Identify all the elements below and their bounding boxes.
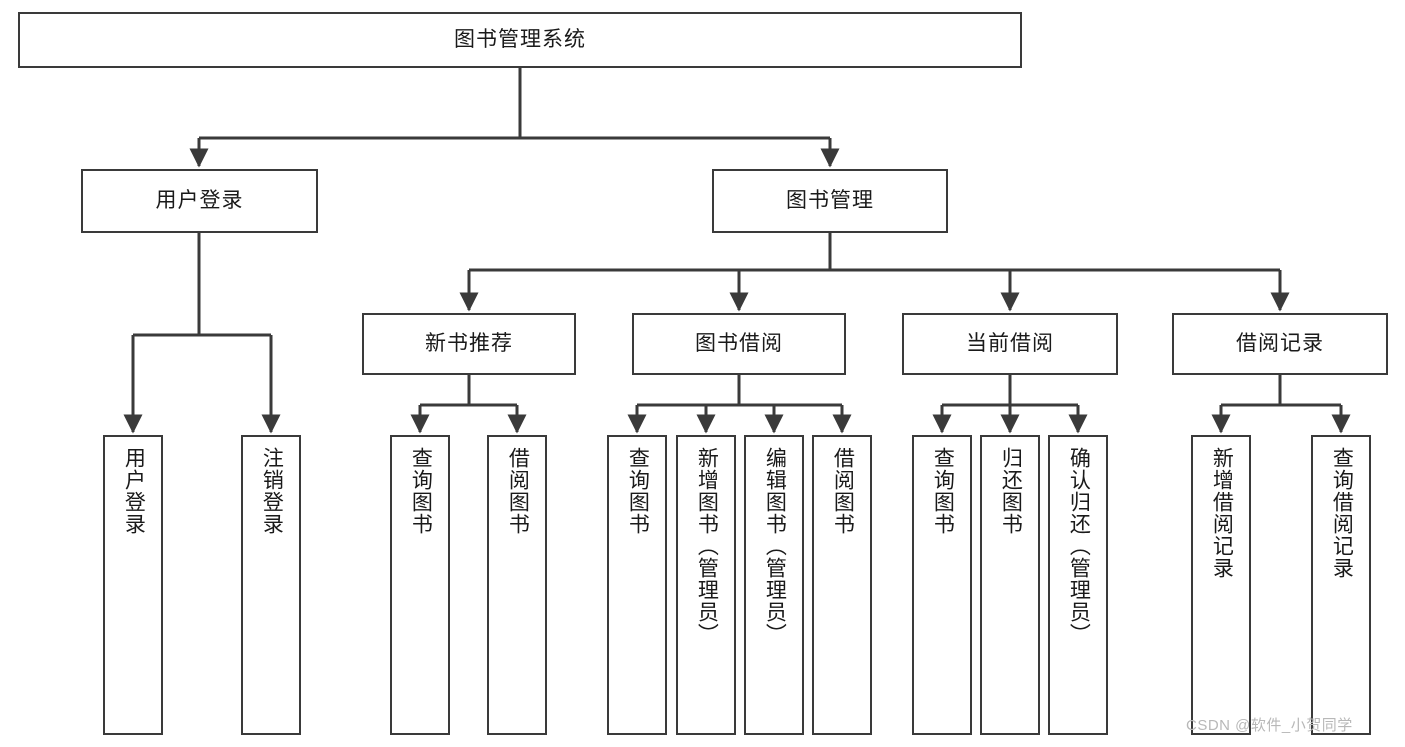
node-new-book-recommend[interactable]: 新书推荐 xyxy=(362,313,576,375)
node-book-borrow[interactable]: 图书借阅 xyxy=(632,313,846,375)
leaf-query-book-3[interactable]: 查询图书 xyxy=(912,435,972,735)
leaf-confirm-return-label: 确认归还（管理员） xyxy=(1067,447,1091,645)
leaf-edit-book-label: 编辑图书（管理员） xyxy=(763,447,787,645)
leaf-query-book-2-label: 查询图书 xyxy=(626,447,650,535)
leaf-query-record-label: 查询借阅记录 xyxy=(1330,447,1354,579)
node-user-login-label: 用户登录 xyxy=(155,188,244,212)
node-root[interactable]: 图书管理系统 xyxy=(18,12,1022,68)
leaf-borrow-book-1[interactable]: 借阅图书 xyxy=(487,435,547,735)
leaf-return-book-label: 归还图书 xyxy=(999,447,1023,535)
leaf-add-record-label: 新增借阅记录 xyxy=(1210,447,1234,579)
leaf-edit-book[interactable]: 编辑图书（管理员） xyxy=(744,435,804,735)
leaf-user-logout[interactable]: 注销登录 xyxy=(241,435,301,735)
leaf-query-book-1-label: 查询图书 xyxy=(409,447,433,535)
leaf-confirm-return[interactable]: 确认归还（管理员） xyxy=(1048,435,1108,735)
leaf-borrow-book-2[interactable]: 借阅图书 xyxy=(812,435,872,735)
leaf-query-book-2[interactable]: 查询图书 xyxy=(607,435,667,735)
node-current-borrow-label: 当前借阅 xyxy=(966,331,1054,355)
leaf-query-book-1[interactable]: 查询图书 xyxy=(390,435,450,735)
leaf-borrow-book-1-label: 借阅图书 xyxy=(506,447,530,535)
node-book-management[interactable]: 图书管理 xyxy=(712,169,948,233)
node-book-borrow-label: 图书借阅 xyxy=(695,331,783,355)
node-current-borrow[interactable]: 当前借阅 xyxy=(902,313,1118,375)
leaf-user-login-label: 用户登录 xyxy=(122,447,146,535)
leaf-user-login[interactable]: 用户登录 xyxy=(103,435,163,735)
leaf-user-logout-label: 注销登录 xyxy=(260,447,284,535)
leaf-return-book[interactable]: 归还图书 xyxy=(980,435,1040,735)
leaf-add-record[interactable]: 新增借阅记录 xyxy=(1191,435,1251,735)
leaf-query-book-3-label: 查询图书 xyxy=(931,447,955,535)
leaf-add-book-label: 新增图书（管理员） xyxy=(695,447,719,645)
csdn-watermark: CSDN @软件_小贺同学 xyxy=(1186,717,1353,734)
node-root-label: 图书管理系统 xyxy=(454,27,586,51)
node-borrow-record[interactable]: 借阅记录 xyxy=(1172,313,1388,375)
leaf-query-record[interactable]: 查询借阅记录 xyxy=(1311,435,1371,735)
node-new-book-recommend-label: 新书推荐 xyxy=(425,331,513,355)
leaf-add-book[interactable]: 新增图书（管理员） xyxy=(676,435,736,735)
leaf-borrow-book-2-label: 借阅图书 xyxy=(831,447,855,535)
node-borrow-record-label: 借阅记录 xyxy=(1236,331,1324,355)
node-user-login[interactable]: 用户登录 xyxy=(81,169,318,233)
node-book-management-label: 图书管理 xyxy=(786,188,874,212)
